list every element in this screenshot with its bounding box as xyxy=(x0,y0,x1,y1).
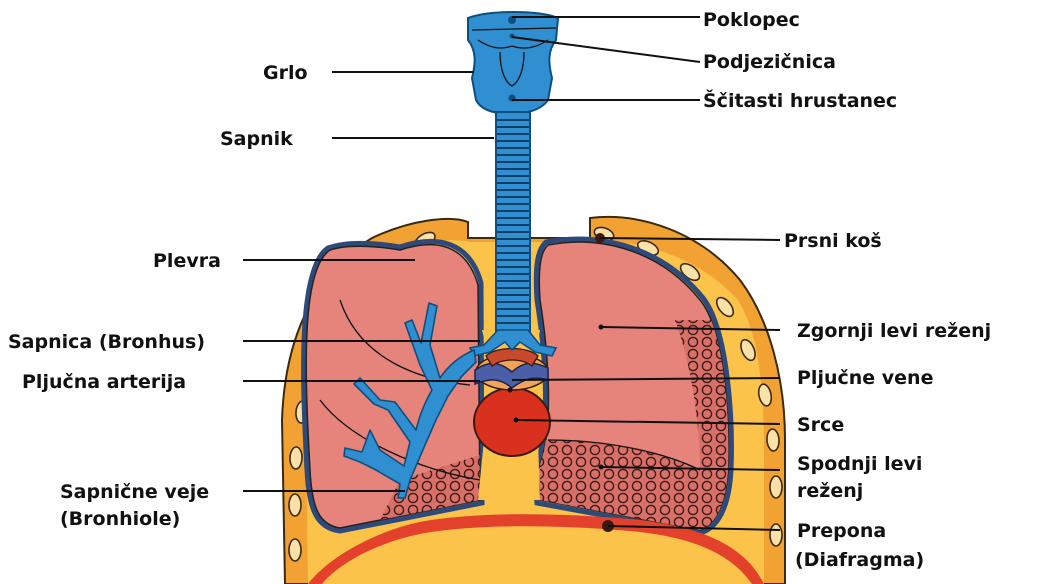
label-plevra: Plevra xyxy=(153,250,221,272)
label-spodnji-levi-line1: Spodnji levi xyxy=(797,453,922,475)
label-sapnik: Sapnik xyxy=(220,128,293,150)
label-prepona-line2: (Diafragma) xyxy=(795,549,924,571)
label-prsni-kos: Prsni koš xyxy=(784,230,882,252)
label-pljucna-arterija: Pljučna arterija xyxy=(22,371,186,393)
label-prepona-line1: Prepona xyxy=(797,520,886,542)
label-zgornji-levi-reženj: Zgornji levi reženj xyxy=(797,320,991,342)
label-pljucne-vene: Pljučne vene xyxy=(797,367,933,389)
label-grlo: Grlo xyxy=(263,62,308,84)
label-podjezicnica: Podjezičnica xyxy=(703,51,836,73)
label-poklopec: Poklopec xyxy=(703,9,800,31)
heart xyxy=(474,388,550,456)
label-srce: Srce xyxy=(797,414,844,436)
label-spodnji-levi-line2: reženj xyxy=(797,480,863,502)
label-bronhiole-line1: Sapnične veje xyxy=(60,481,209,503)
label-scitasti-hrustanec: Ščitasti hrustanec xyxy=(703,88,897,112)
label-sapnica: Sapnica (Bronhus) xyxy=(8,331,205,353)
trachea xyxy=(496,112,530,332)
label-bronhiole-line2: (Bronhiole) xyxy=(60,508,180,530)
